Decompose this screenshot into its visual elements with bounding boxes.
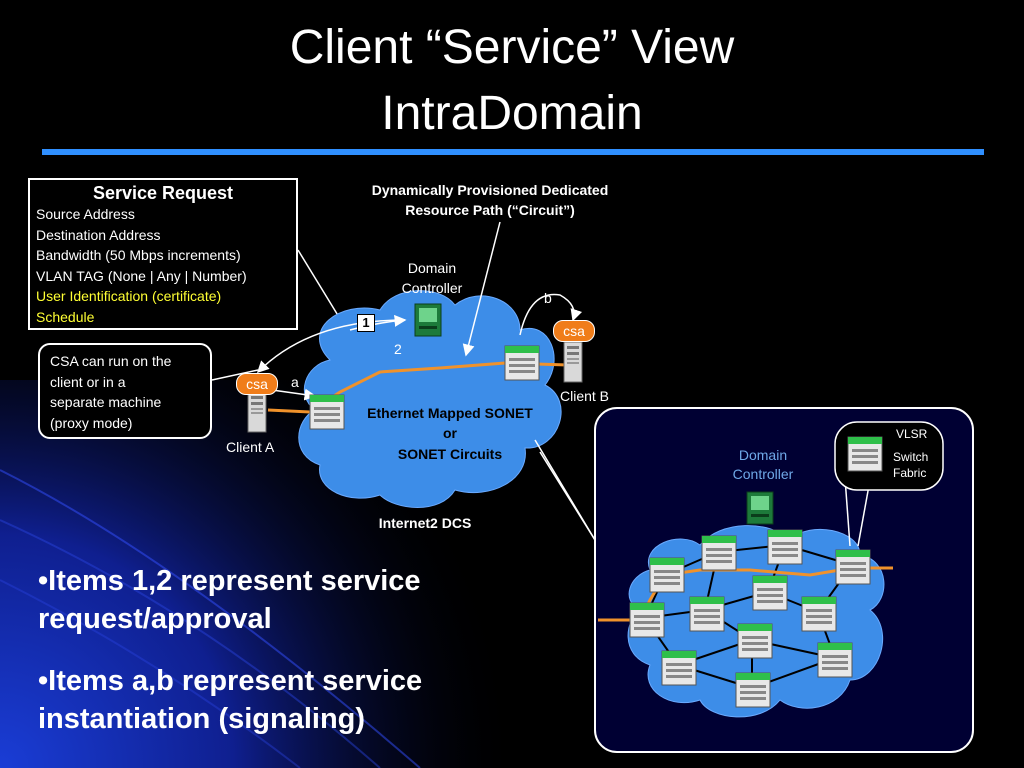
signal-b-arrow xyxy=(519,293,583,336)
service-request-title: Service Request xyxy=(92,183,234,203)
request-field: Source Address xyxy=(36,206,135,222)
detail-domain-controller-line1: Domain xyxy=(738,447,788,463)
step-1-arrow xyxy=(256,319,406,374)
edge-switch-a xyxy=(309,394,345,430)
slide-title-line1: Client “Service” View xyxy=(289,21,735,74)
signal-a-arrow xyxy=(271,388,317,401)
step-2-label: 2 xyxy=(394,341,402,357)
bullet-item: •Items a,b represent service instantiati… xyxy=(38,665,423,735)
request-field: VLAN TAG (None | Any | Number) xyxy=(36,267,247,284)
cloud-label-line1: Ethernet Mapped SONET xyxy=(367,405,533,421)
client-b-label: Client B xyxy=(560,388,610,404)
csa-note-line: client or in a xyxy=(50,373,126,390)
network-cloud xyxy=(298,290,562,508)
switch-fabric-label-line2: Fabric xyxy=(893,466,927,480)
client-a-label: Client A xyxy=(226,439,275,455)
switch-fabric-label-line1: Switch xyxy=(893,450,929,464)
cloud-label-line2: or xyxy=(443,425,457,441)
step-1-badge: 1 xyxy=(357,314,375,332)
request-field-highlight: User Identification (certificate) xyxy=(36,288,222,304)
service-request-box: Service Request Source Address Destinati… xyxy=(28,178,298,330)
vlsr-label: VLSR xyxy=(896,427,928,441)
vlsr-switch xyxy=(847,436,883,472)
domain-controller-label-line1: Domain xyxy=(407,260,457,276)
request-callout-line xyxy=(297,249,343,323)
circuit-pointer-arrow xyxy=(462,221,501,357)
bullet-list: •Items 1,2 represent service request/app… xyxy=(38,562,518,762)
cloud-caption: Internet2 DCS xyxy=(378,515,472,531)
client-a-server xyxy=(247,391,267,433)
edge-switch-b xyxy=(504,345,540,381)
circuit-label-line1: Dynamically Provisioned Dedicated xyxy=(371,182,609,198)
csa-note-line: separate machine xyxy=(50,394,162,410)
csa-note-box: CSA can run on the client or in a separa… xyxy=(38,343,212,439)
csa-note-line: (proxy mode) xyxy=(50,414,133,431)
request-field: Bandwidth (50 Mbps increments) xyxy=(36,247,241,263)
detail-domain-controller-server xyxy=(746,491,774,525)
domain-controller-label-line2: Controller xyxy=(401,280,463,296)
client-b-server xyxy=(563,341,583,383)
csa-tag-client-b: csa xyxy=(553,320,595,342)
csa-note-line: CSA can run on the xyxy=(50,353,172,369)
circuit-label-line2: Resource Path (“Circuit”) xyxy=(405,202,575,218)
cloud-label-line3: SONET Circuits xyxy=(397,446,503,462)
request-field: Destination Address xyxy=(36,226,161,243)
signal-a-label: a xyxy=(291,374,299,390)
slide-title-line2: IntraDomain xyxy=(381,87,643,140)
detail-domain-controller-line2: Controller xyxy=(732,466,794,482)
domain-controller-server xyxy=(414,303,442,337)
bullet-item: •Items 1,2 represent service request/app… xyxy=(38,565,421,635)
csa-tag-client-a: csa xyxy=(236,373,278,395)
title-divider xyxy=(42,149,984,155)
signal-b-label: b xyxy=(544,290,552,306)
request-field-highlight: Schedule xyxy=(36,308,95,325)
